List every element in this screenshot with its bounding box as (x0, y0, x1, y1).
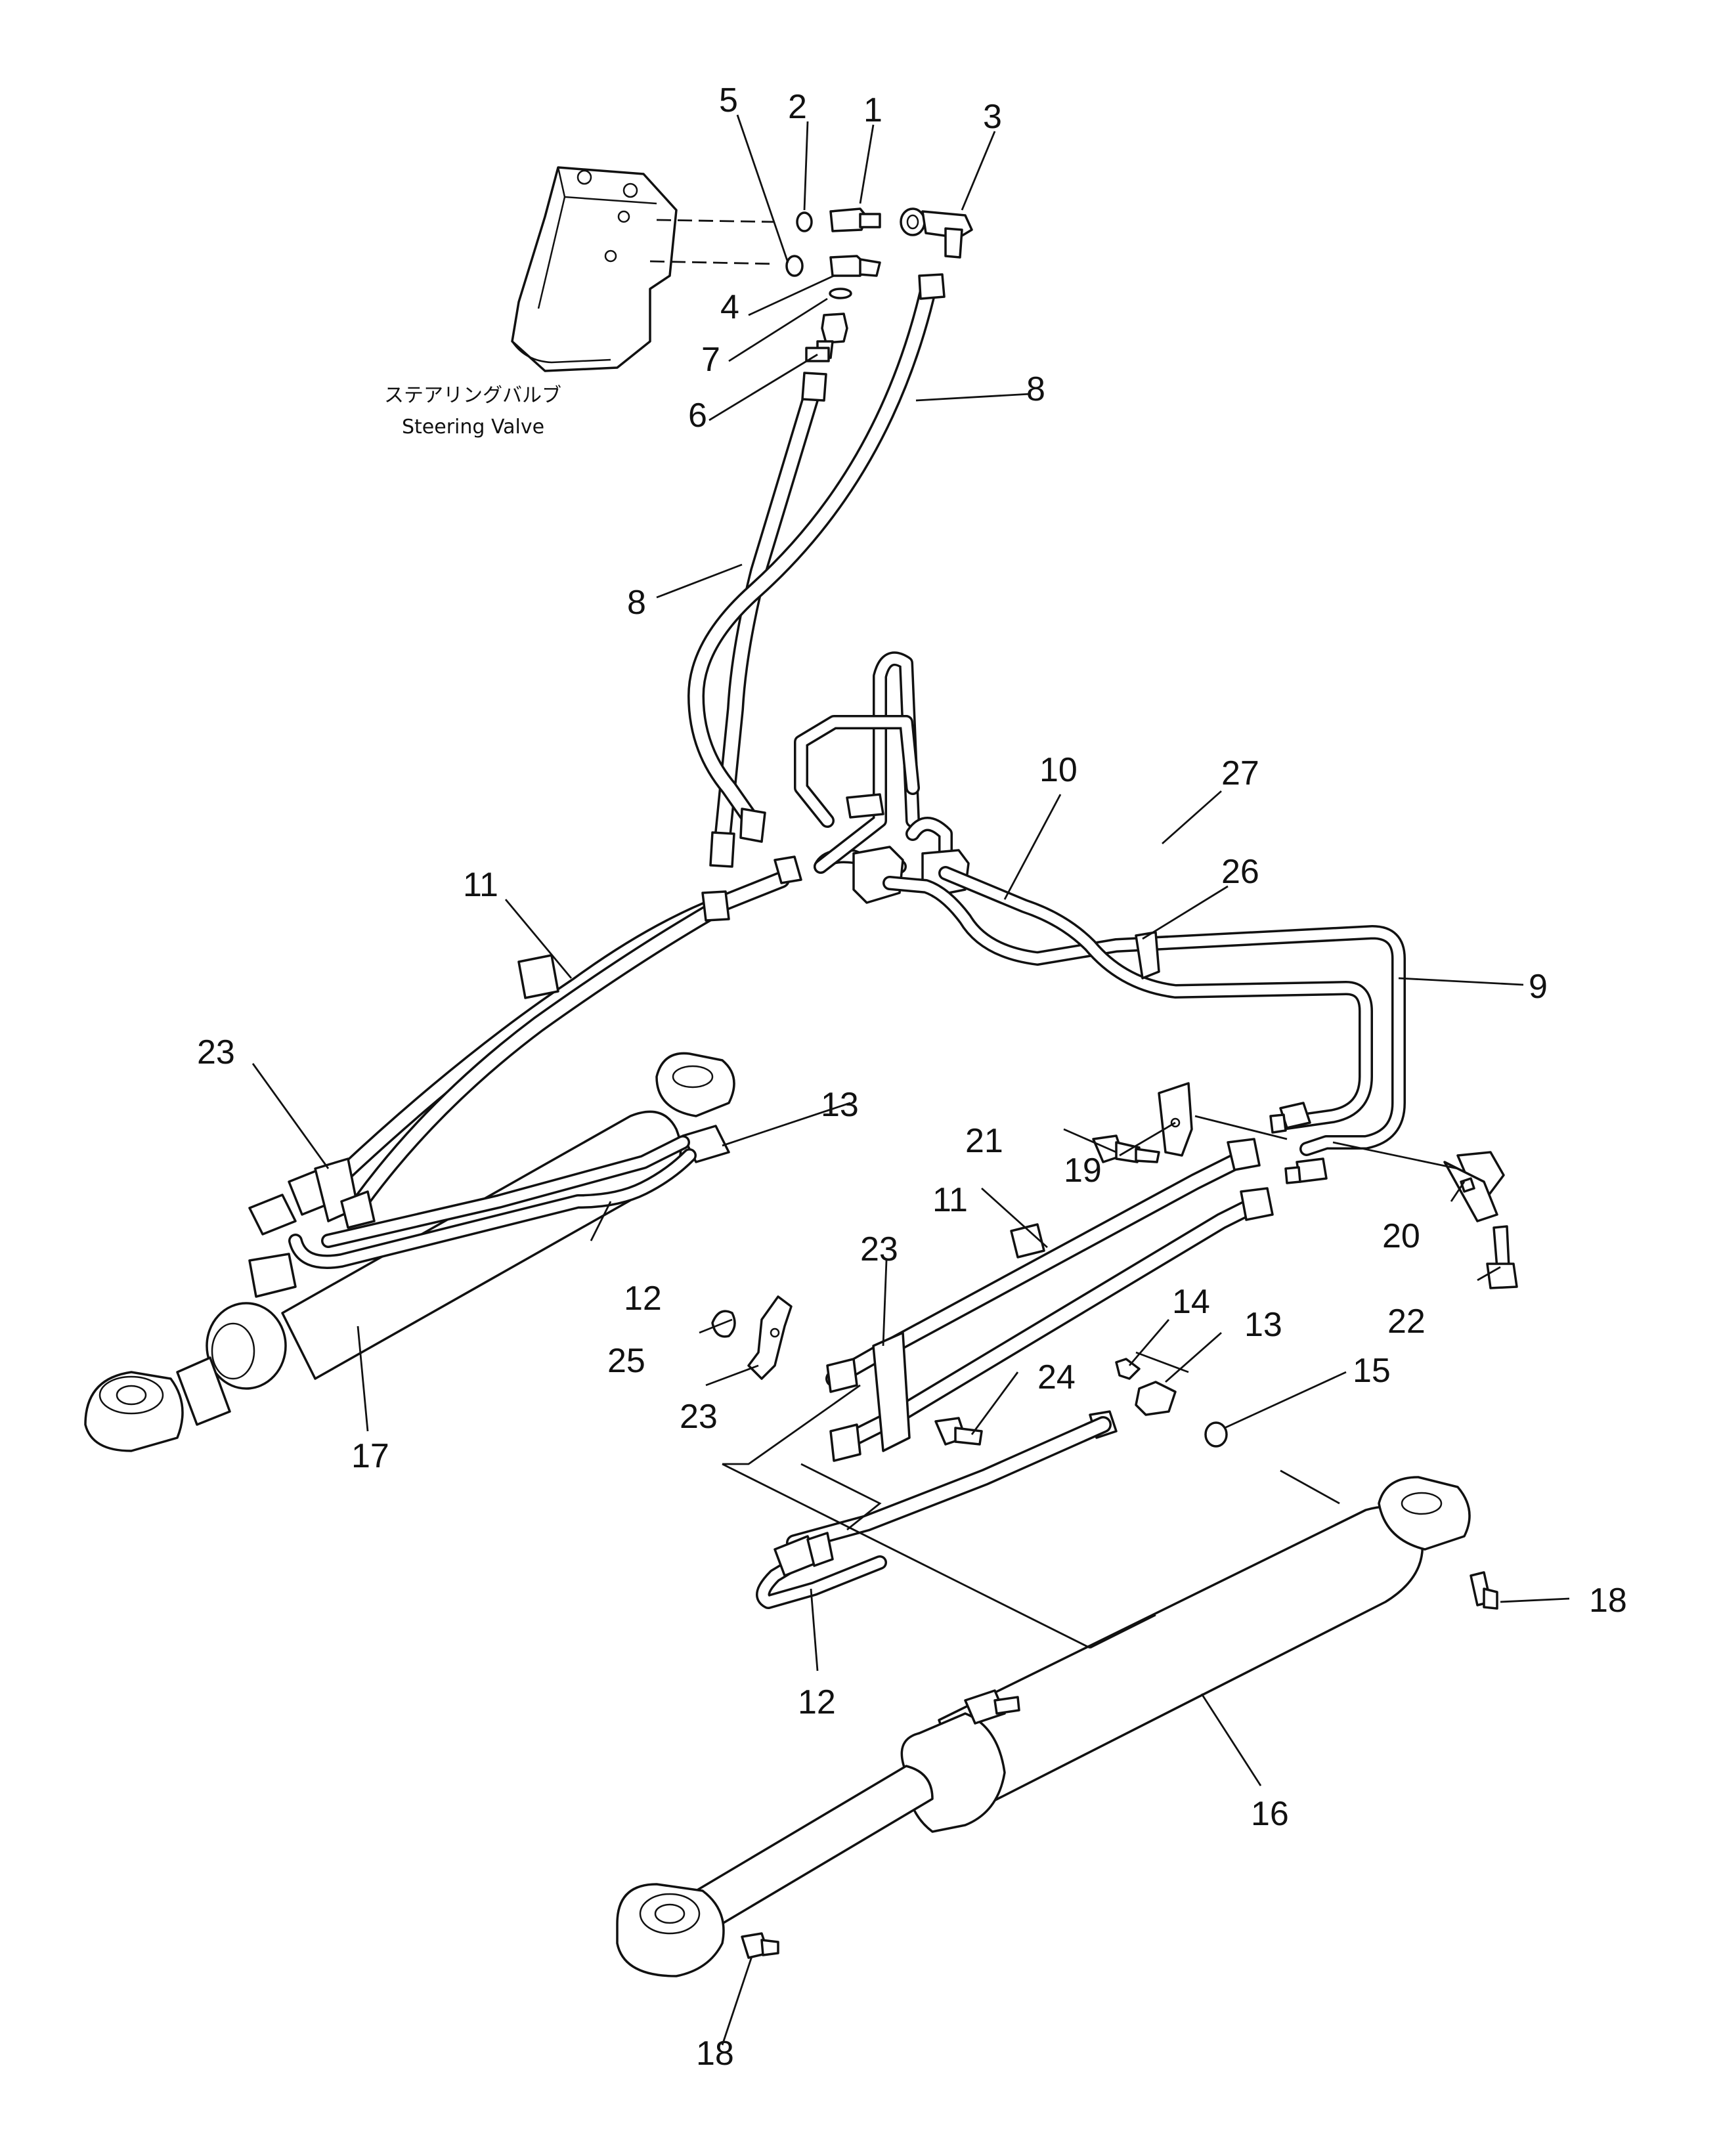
callout-7: 7 (701, 341, 720, 379)
callout-10: 10 (1039, 751, 1078, 789)
callout-26: 26 (1221, 853, 1259, 891)
callout-5: 5 (719, 81, 738, 119)
callout-23-lower: 23 (680, 1398, 718, 1436)
callout-3: 3 (983, 98, 1002, 136)
callout-17: 17 (351, 1437, 389, 1475)
steering-valve (511, 166, 775, 372)
callout-18-bottom: 18 (696, 2035, 734, 2073)
callout-13-right: 13 (1244, 1306, 1282, 1344)
hoses-11-upper (320, 855, 802, 1210)
fittings-top (785, 207, 973, 362)
callout-12-center: 12 (798, 1683, 836, 1721)
callout-1: 1 (863, 91, 882, 129)
fittings-23-left (248, 1157, 376, 1236)
tubes-9-10 (882, 866, 1406, 1184)
callout-2: 2 (788, 88, 807, 126)
callout-8-lower: 8 (627, 584, 646, 622)
callout-11-upper: 11 (463, 866, 498, 904)
steering-valve-caption-en: Steering Valve (402, 416, 544, 439)
callout-8-upper: 8 (1026, 370, 1045, 408)
callout-27: 27 (1221, 754, 1259, 792)
callout-23-center: 23 (860, 1230, 898, 1268)
callout-23-left: 23 (197, 1033, 235, 1071)
small-parts-center (711, 1082, 1518, 1448)
callout-20: 20 (1382, 1217, 1420, 1255)
callout-labels: 5 2 1 3 4 7 6 8 8 10 27 11 26 9 23 13 21… (197, 81, 1627, 2073)
hoses-8 (687, 273, 946, 868)
callout-4: 4 (720, 288, 739, 326)
leader-lines (251, 114, 1570, 2046)
callout-6: 6 (688, 397, 707, 435)
steering-valve-caption-jp: ステアリングバルブ (384, 384, 561, 407)
callout-13-left: 13 (821, 1086, 859, 1124)
callout-11-lower: 11 (932, 1181, 968, 1219)
pipe-block-cluster (794, 651, 970, 904)
callout-14: 14 (1172, 1283, 1210, 1321)
callout-9: 9 (1529, 968, 1548, 1006)
tube-12-center (756, 1416, 1112, 1609)
callout-16: 16 (1251, 1795, 1289, 1833)
callout-15: 15 (1353, 1352, 1391, 1390)
callout-19: 19 (1064, 1152, 1102, 1190)
callout-25: 25 (607, 1342, 645, 1380)
hoses-11-lower (825, 1138, 1274, 1462)
callout-21: 21 (965, 1122, 1003, 1160)
cylinder-16 (616, 1476, 1498, 1977)
callout-22: 22 (1387, 1303, 1426, 1341)
callout-18-right: 18 (1589, 1582, 1627, 1620)
callout-12-left: 12 (624, 1280, 662, 1318)
callout-24: 24 (1037, 1358, 1076, 1396)
tube-12-left (288, 1135, 697, 1269)
